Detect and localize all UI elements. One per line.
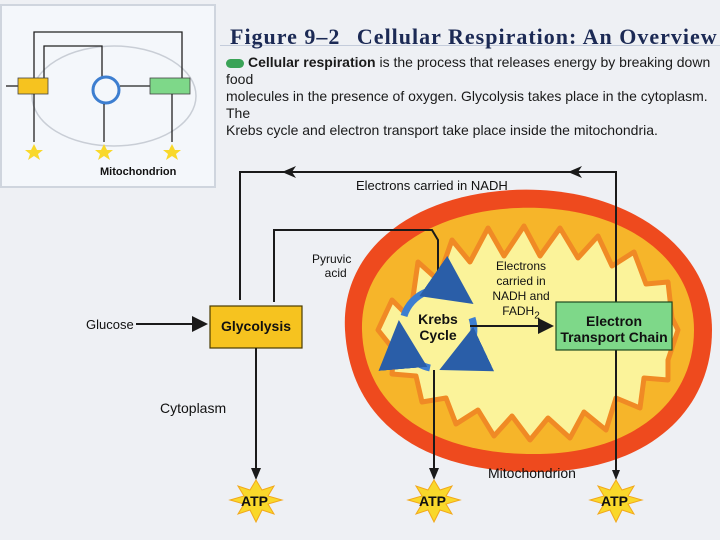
krebs-ring-arc-2 (439, 316, 495, 372)
krebs-atp-arrow-head (429, 468, 439, 480)
label-etc-line-1: Electron (585, 313, 642, 329)
label-cytoplasm: Cytoplasm (160, 400, 227, 416)
thumbnail-etc-box (149, 77, 191, 95)
label-pyruvic-acid-line-1: Pyruvic (312, 252, 352, 266)
label-pyruvic-acid: Pyruvic acid (312, 252, 351, 280)
thumbnail-glycolysis-box (17, 77, 49, 95)
caption-line-2: molecules in the presence of oxygen. Gly… (226, 88, 708, 121)
label-electrons-nadh-fadh-line-3: NADH and (492, 289, 550, 303)
thumbnail-atp-star-2 (95, 144, 113, 160)
label-pyruvic-acid-line-2: acid (324, 266, 347, 280)
caption-lead: Cellular respiration (248, 54, 376, 70)
label-krebs-cycle: Krebs Cycle (400, 311, 476, 343)
label-atp-1: ATP (241, 493, 268, 509)
label-atp-2: ATP (419, 493, 446, 509)
caption-line-1: Cellular respiration is the process that… (226, 54, 718, 88)
nadh-arrow-head-1 (282, 166, 296, 178)
glycolysis-atp-arrow-head (251, 468, 261, 480)
caption-line-1-rest: is the process that releases energy by b… (226, 54, 711, 87)
figure-title-text: Cellular Respiration: An Overview (356, 24, 718, 49)
atp-star-3 (588, 479, 644, 524)
caption-line-3: Krebs cycle and electron transport take … (226, 122, 658, 138)
figure-header-bar (220, 16, 720, 46)
thumbnail-overview: Mitochondrion (0, 4, 216, 188)
label-etc-line-2: Transport Chain (560, 329, 668, 345)
label-krebs-line-1: Krebs (418, 311, 458, 327)
label-fadh: FADH (502, 304, 535, 318)
figure-title: Figure 9–2 Cellular Respiration: An Over… (230, 24, 718, 50)
figure-caption: Cellular respiration is the process that… (226, 54, 718, 139)
label-electrons-nadh-fadh-line-2: carried in (496, 274, 546, 288)
label-glucose: Glucose (86, 317, 134, 332)
atp-star-2 (406, 479, 462, 524)
thumbnail-atp-star-3 (163, 144, 181, 160)
nadh-arrow-head-3 (612, 470, 620, 480)
thumbnail-krebs-ring (91, 75, 121, 105)
thumbnail-atp-star-1 (25, 144, 43, 160)
krebs-ring-arc-3 (378, 320, 431, 372)
atp-star-1 (228, 479, 284, 524)
label-electron-transport-chain: Electron Transport Chain (556, 313, 672, 345)
nadh-arrow-head-2 (568, 166, 582, 178)
label-atp-3: ATP (601, 493, 628, 509)
thumbnail-diagram (6, 31, 197, 160)
label-krebs-line-2: Cycle (419, 327, 457, 343)
label-electrons-nadh-fadh: Electrons carried in NADH and FADH2 (486, 259, 556, 323)
label-electrons-nadh-fadh-line-4: FADH2 (486, 304, 556, 323)
label-fadh-subscript: 2 (534, 310, 540, 322)
thumbnail-arrow-pyruvate (43, 45, 103, 80)
label-electrons-nadh: Electrons carried in NADH (356, 178, 508, 193)
label-electrons-nadh-fadh-line-1: Electrons (495, 259, 547, 273)
krebs-ring-arc-1 (400, 255, 474, 318)
label-glycolysis: Glycolysis (220, 318, 292, 334)
label-mitochondrion: Mitochondrion (488, 465, 576, 481)
caption-bullet-icon (226, 58, 244, 68)
figure-number: Figure 9–2 (230, 24, 341, 49)
electron-transport-chain-box (555, 301, 673, 351)
thumbnail-mito-outline (31, 45, 197, 147)
thumbnail-arrow-top (33, 31, 183, 80)
thumbnail-label: Mitochondrion (100, 166, 177, 178)
